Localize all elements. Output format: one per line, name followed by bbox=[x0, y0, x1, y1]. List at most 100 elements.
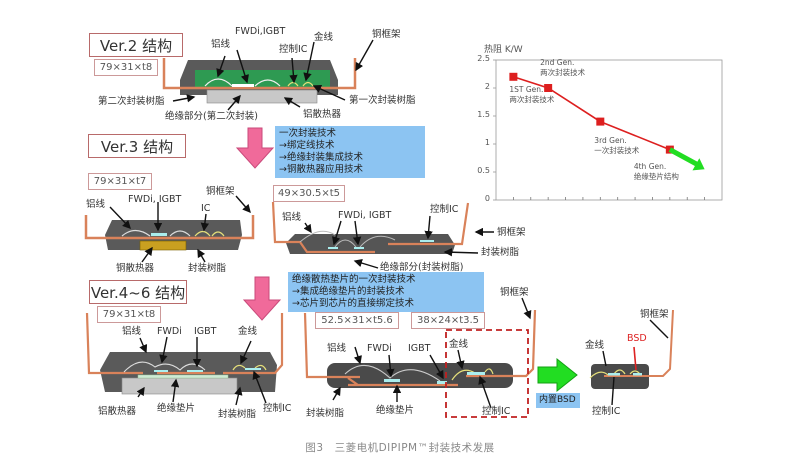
pink-down-arrow-2 bbox=[242, 276, 282, 321]
ver46-note-line: →芯片到芯片的直接绑定技术 bbox=[292, 298, 414, 309]
generation-technology: 两次封装技术 bbox=[509, 94, 555, 104]
thermal-resistance-chart bbox=[493, 59, 723, 201]
ver2-title-box: Ver.2 结构 bbox=[89, 33, 183, 57]
ver46-title-box: Ver.4~6 结构 bbox=[89, 280, 187, 304]
ver3-title: Ver.3 结构 bbox=[100, 137, 174, 156]
ver2-label-second-resin: 第二次封装树脂 bbox=[98, 96, 165, 107]
ver46-title: Ver.4~6 结构 bbox=[90, 283, 186, 302]
ver46a-label-al-wire: 铝线 bbox=[122, 326, 142, 337]
ver3-note-box: 一次封装技术 →绑定线技术 →绝缘封装集成技术 →铜散热器应用技术 bbox=[275, 126, 425, 178]
ver2-al-wire bbox=[204, 78, 281, 87]
ver3a-label-cu-frame: 铜框架 bbox=[206, 186, 235, 197]
ver46a-al-heatsink bbox=[121, 377, 238, 395]
builtin-bsd-badge: 内置BSD bbox=[536, 393, 580, 408]
ver3a-label-chips: FWDi, IGBT bbox=[128, 194, 182, 205]
ver46a-cu-frame bbox=[85, 312, 284, 375]
ver3-note-line: →绝缘封装集成技术 bbox=[279, 152, 363, 163]
ver46c-label-bsd: BSD bbox=[627, 333, 647, 344]
ver2-label-al-heatsink: 铝散热器 bbox=[303, 109, 342, 120]
y-tick-label: 0 bbox=[484, 194, 490, 203]
generation-annotation: 2nd Gen.两次封装技术 bbox=[540, 58, 585, 78]
ver3a-dims: 79×31×t7 bbox=[93, 176, 147, 187]
ver46a-label-igbt: IGBT bbox=[194, 326, 217, 337]
ver46-package-a-drawing bbox=[85, 312, 284, 406]
generation-label: 4th Gen. bbox=[633, 161, 667, 171]
ver46a-dims: 79×31×t8 bbox=[102, 309, 156, 320]
ver2-dims-box: 79×31×t8 bbox=[94, 59, 158, 76]
ver3b-label-resin: 封装树脂 bbox=[481, 247, 520, 258]
ver2-title: Ver.2 结构 bbox=[99, 36, 173, 55]
ver46-package-c-drawing bbox=[589, 309, 674, 406]
ver46b-dims: 52.5×31×t5.6 bbox=[321, 315, 393, 326]
data-point bbox=[544, 84, 553, 92]
generation-label: 1ST Gen. bbox=[509, 84, 544, 94]
ver3a-cu-heatsink bbox=[139, 240, 187, 251]
data-point bbox=[509, 72, 518, 81]
generation-annotation: 4th Gen.绝缘垫片结构 bbox=[634, 162, 679, 182]
data-point bbox=[596, 117, 605, 126]
ver46b-label-igbt: IGBT bbox=[408, 343, 431, 354]
ver46b-dims-box: 52.5×31×t5.6 bbox=[315, 312, 399, 329]
ver3a-label-cu-heatsink: 铜散热器 bbox=[116, 263, 155, 274]
ver46c-label-control-ic: 控制IC bbox=[592, 406, 621, 417]
ver3-note-line: 一次封装技术 bbox=[279, 128, 337, 139]
y-tick-label: 2.5 bbox=[477, 54, 490, 63]
ver46-note-line: →集成绝缘垫片的封装技术 bbox=[292, 286, 405, 297]
y-tick-label: 1.5 bbox=[477, 110, 490, 119]
ver46c-dims: 38×24×t3.5 bbox=[416, 315, 480, 326]
ver2-label-al-wire: 铝线 bbox=[211, 39, 231, 50]
series-line bbox=[513, 76, 671, 151]
generation-technology: 绝缘垫片结构 bbox=[633, 171, 679, 181]
ver46b-label-insulation-pad: 绝缘垫片 bbox=[376, 405, 415, 416]
ver46a-label-resin: 封装树脂 bbox=[218, 409, 257, 420]
ver46b-label-cu-frame: 铜框架 bbox=[500, 287, 529, 298]
trend-arrow-head bbox=[692, 158, 705, 171]
ver46b-dashed-highlight-box bbox=[445, 329, 529, 418]
ver46-package-b-drawing bbox=[303, 297, 537, 418]
ver3a-cu-frame bbox=[84, 215, 255, 240]
ver3-note-line: →绑定线技术 bbox=[279, 140, 335, 151]
ver2-label-chips: FWDi,IGBT bbox=[235, 26, 286, 37]
ver46a-insulation-pad bbox=[137, 374, 229, 379]
ver46a-label-control-ic: 控制IC bbox=[263, 403, 292, 414]
ver46a-label-gold-wire: 金线 bbox=[238, 326, 258, 337]
ver3-package-b-drawing bbox=[271, 201, 494, 269]
ver3b-label-chips: FWDi, IGBT bbox=[338, 210, 392, 221]
ver3b-label-cu-frame: 铜框架 bbox=[497, 227, 526, 238]
ver46b-resin-body bbox=[327, 363, 513, 388]
ver46b-label-resin: 封装树脂 bbox=[306, 408, 345, 419]
y-tick-label: 0.5 bbox=[477, 166, 490, 175]
ver46b-label-control-ic: 控制IC bbox=[482, 406, 511, 417]
generation-technology: 两次封装技术 bbox=[540, 68, 586, 77]
generation-label: 3rd Gen. bbox=[594, 135, 627, 145]
generation-label: 2nd Gen. bbox=[540, 58, 575, 67]
ver3b-label-al-wire: 铝线 bbox=[282, 212, 302, 223]
pink-down-arrow-1 bbox=[235, 127, 275, 169]
generation-technology: 一次封装技术 bbox=[594, 145, 640, 155]
ver2-label-gold-wire: 金线 bbox=[314, 32, 334, 43]
ver46b-label-gold-wire: 金线 bbox=[449, 339, 469, 350]
ver46-note-line: 绝缘散热垫片的一次封装技术 bbox=[292, 274, 416, 285]
ver2-label-control-ic: 控制IC bbox=[279, 44, 308, 55]
chart-plot-frame bbox=[495, 59, 723, 201]
chart-ylabel: 热阻 K/W bbox=[484, 45, 523, 55]
figure-caption: 图3 三菱电机DIPIPM™封装技术发展 bbox=[305, 442, 495, 454]
generation-annotation: 1ST Gen.两次封装技术 bbox=[509, 85, 554, 105]
generation-annotation: 3rd Gen.一次封装技术 bbox=[594, 136, 639, 156]
ver46c-cu-frame bbox=[604, 309, 674, 377]
ver46b-label-al-wire: 铝线 bbox=[327, 343, 347, 354]
ver46b-cu-frame-right bbox=[466, 309, 537, 378]
ver2-label-first-resin: 第一次封装树脂 bbox=[349, 95, 416, 106]
builtin-bsd-label: 内置BSD bbox=[539, 395, 576, 405]
trend-arrow-shaft bbox=[668, 147, 700, 168]
ver3b-label-control-ic: 控制IC bbox=[430, 204, 459, 215]
ver3a-dims-box: 79×31×t7 bbox=[88, 173, 152, 190]
ver46a-label-fwdi: FWDi bbox=[157, 326, 182, 337]
ver3-package-a-drawing bbox=[84, 195, 255, 263]
ver46a-label-insulation-pad: 绝缘垫片 bbox=[157, 403, 196, 414]
ver46b-cu-frame-left bbox=[303, 312, 458, 387]
ver3a-label-ic: IC bbox=[201, 203, 211, 214]
ver3b-label-insulation: 绝缘部分(封装树脂) bbox=[380, 262, 464, 273]
ver3-title-box: Ver.3 结构 bbox=[88, 134, 186, 158]
